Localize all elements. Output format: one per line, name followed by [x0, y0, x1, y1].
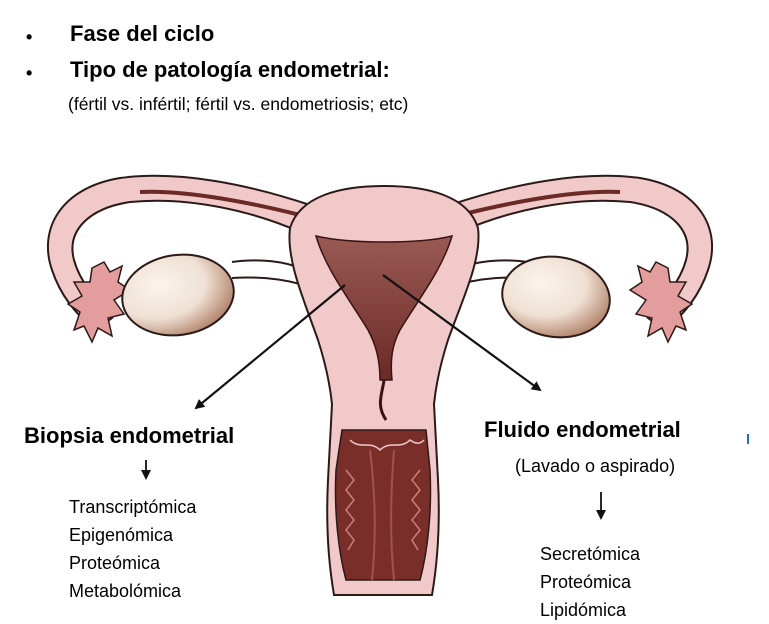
list-item: Metabolómica — [69, 577, 196, 605]
fluido-note: (Lavado o aspirado) — [515, 452, 675, 480]
list-item: Secretómica — [540, 540, 640, 568]
left-ovary — [117, 248, 239, 343]
list-item: Proteómica — [540, 568, 640, 596]
list-item: Transcriptómica — [69, 493, 196, 521]
biopsia-omics-list: Transcriptómica Epigenómica Proteómica M… — [69, 493, 196, 605]
fluido-omics-list: Secretómica Proteómica Lipidómica — [540, 540, 640, 624]
list-item: Epigenómica — [69, 521, 196, 549]
fluido-heading: Fluido endometrial — [484, 417, 681, 443]
biopsia-heading: Biopsia endometrial — [24, 423, 234, 449]
list-item: Lipidómica — [540, 596, 640, 624]
right-ovary — [497, 250, 615, 344]
list-item: Proteómica — [69, 549, 196, 577]
